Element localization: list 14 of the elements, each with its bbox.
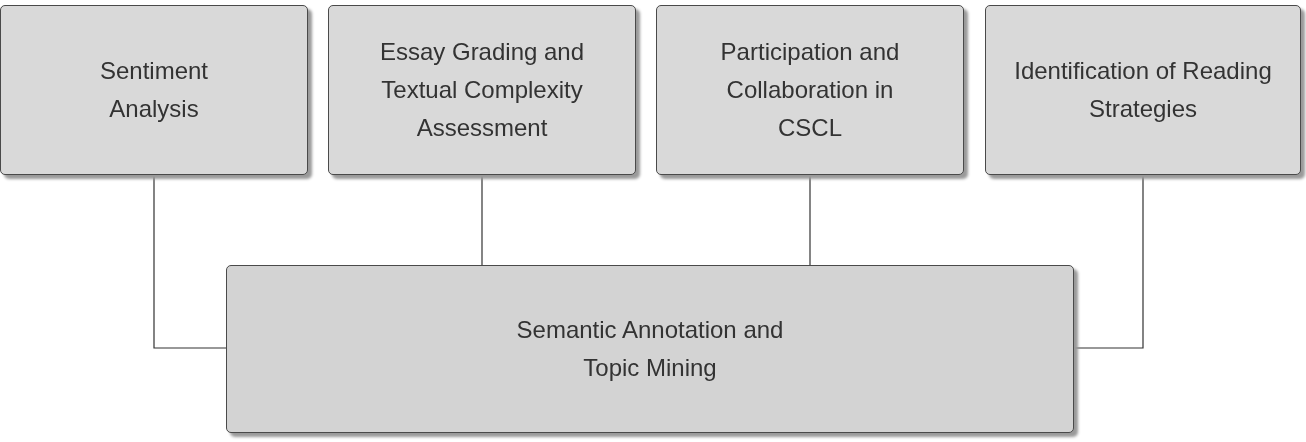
box-label: Sentiment Analysis (98, 56, 210, 124)
process-box (328, 5, 636, 175)
connector-line (1073, 174, 1144, 349)
box-label: Essay Grading and Textual Complexity Assessment (378, 37, 586, 143)
box-label: Participation and Collaboration in CSCL (719, 37, 901, 143)
process-box (0, 5, 308, 175)
connector-line (481, 174, 483, 266)
process-box (656, 5, 964, 175)
process-box (226, 265, 1074, 433)
connector-line (809, 174, 811, 266)
box-label: Identification of Reading Strategies (1013, 56, 1273, 124)
box-label: Semantic Annotation and Topic Mining (515, 315, 785, 383)
process-box (985, 5, 1301, 175)
connector-line (153, 174, 227, 349)
